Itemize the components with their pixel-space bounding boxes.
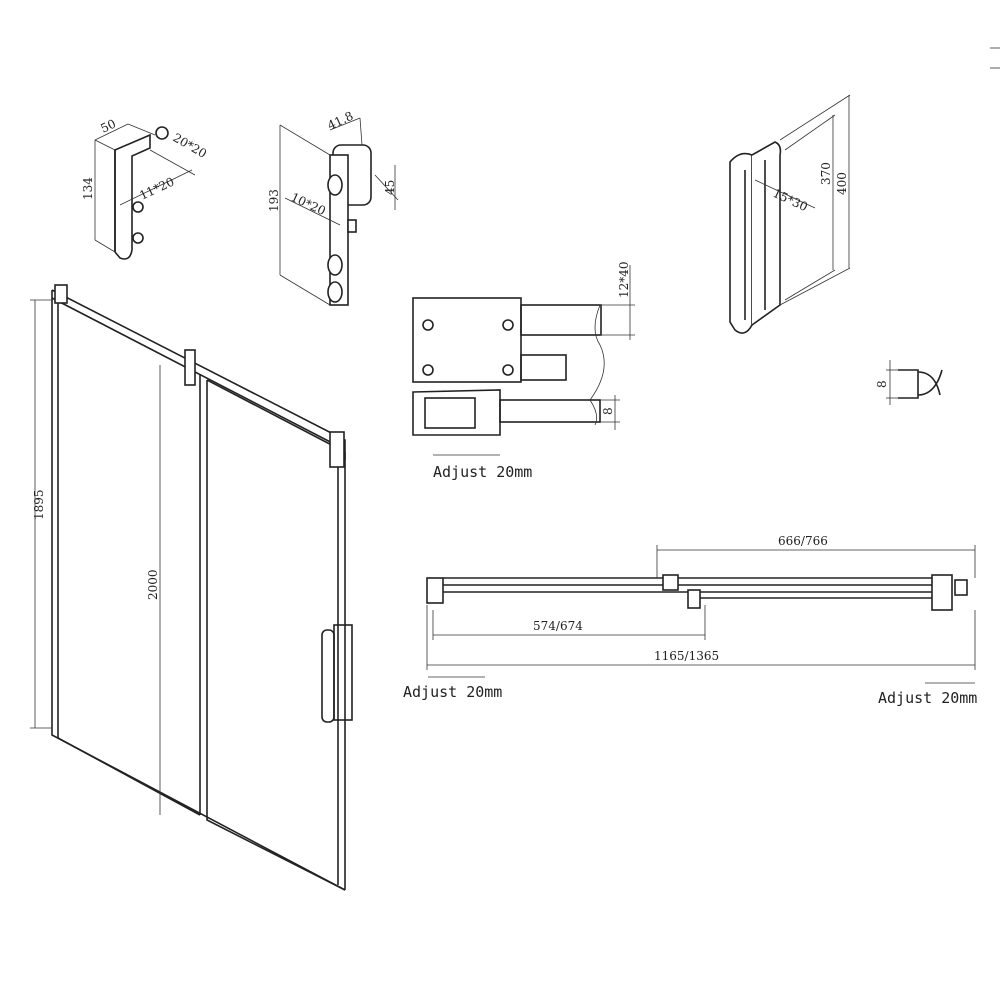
dim-handle-outer: 400 [835,172,849,195]
dim-door-height: 1895 [32,489,46,520]
door-handle: 15*30 370 400 [729,94,851,334]
dim-handle-inner: 370 [819,162,833,185]
door-elevation: 1895 2000 [30,284,353,891]
plan-adjust-left-label: Adjust 20mm [403,683,502,701]
dim-glass-height: 2000 [146,569,160,600]
dim-plan-opening: 666/766 [778,534,828,548]
door-seal-profile: 8 [875,360,943,405]
dim-bottom-guide-section: 12*40 [617,261,631,298]
plan-adjust-right-label: Adjust 20mm [878,689,977,707]
dim-roller-width: 41.8 [325,109,355,133]
dim-roller-section: 10*20 [289,190,328,218]
dim-roller-wheel: 45 [383,180,397,195]
dim-plan-door: 574/674 [533,619,583,633]
dim-roller-height: 193 [267,189,281,212]
roller-assembly: 41.8 193 10*20 45 [267,109,399,306]
bottom-guide-adjust-label: Adjust 20mm [433,463,532,481]
corner-marks [990,47,1000,69]
dim-top-guide-section1: 20*20 [171,130,210,160]
dim-top-guide-width: 50 [98,117,118,136]
bottom-guide-detail: 12*40 8 Adjust 20mm [412,261,635,481]
top-guide-bracket: 50 134 20*20 11*20 [81,117,210,260]
dim-top-guide-section2: 11*20 [137,175,176,203]
dim-plan-total: 1165/1365 [654,649,719,663]
plan-view: 666/766 574/674 1165/1365 Adjust 20mm Ad… [403,534,977,707]
dim-top-guide-height: 134 [81,177,95,200]
dim-bottom-guide-gap: 8 [601,407,615,415]
dim-seal-gap: 8 [875,380,889,388]
